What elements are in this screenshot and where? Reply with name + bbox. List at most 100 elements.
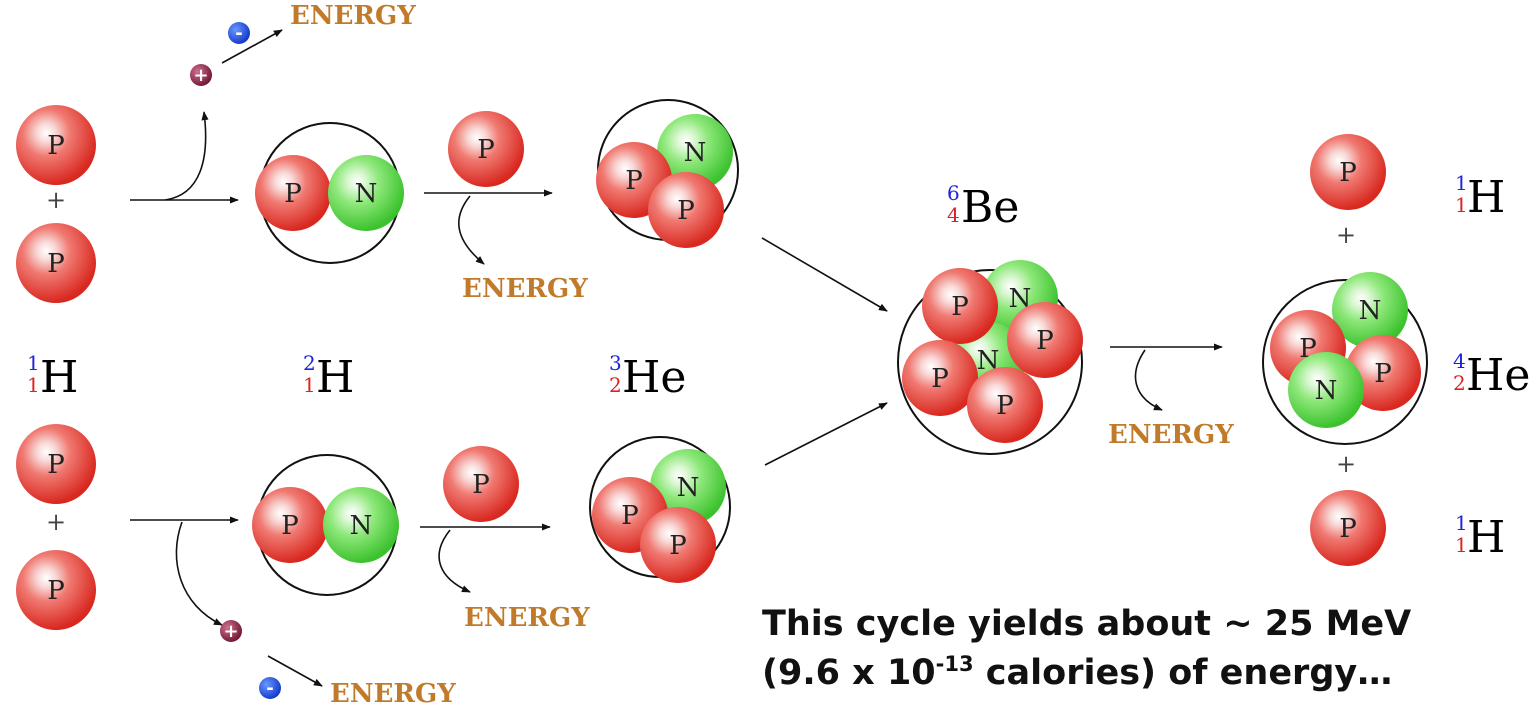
svg-text:P: P xyxy=(625,166,643,196)
neutron: N xyxy=(650,449,726,525)
neutron: N xyxy=(657,114,733,190)
svg-text:H: H xyxy=(40,352,78,403)
energy-label: ENERGY xyxy=(290,1,416,31)
svg-text:P: P xyxy=(47,450,65,480)
svg-text:H: H xyxy=(316,352,354,403)
proton: P xyxy=(448,111,524,187)
particles: P + P + - P N P N P P P + P P N P N P P … xyxy=(16,22,1421,699)
energy-label: ENERGY xyxy=(462,274,588,304)
caption-exponent: -13 xyxy=(935,652,974,676)
svg-text:P: P xyxy=(996,391,1014,421)
svg-text:N: N xyxy=(977,346,1000,376)
svg-text:P: P xyxy=(677,196,695,226)
proton: P xyxy=(255,155,331,231)
energy-emission-arrow-bottom xyxy=(438,529,471,593)
svg-text:2: 2 xyxy=(303,351,316,375)
caption-line-2: (9.6 x 10-13 calories) of energy… xyxy=(762,649,1411,698)
energy-label: ENERGY xyxy=(1108,420,1234,450)
svg-text:2: 2 xyxy=(609,373,622,397)
svg-text:1: 1 xyxy=(303,373,316,397)
energy-yield-caption: This cycle yields about ~ 25 MeV (9.6 x … xyxy=(762,600,1411,698)
isotope-label-hydrogen1-top: 1 1 H xyxy=(1455,171,1505,223)
svg-text:N: N xyxy=(677,473,700,503)
plus-sign: + xyxy=(1336,221,1356,249)
svg-text:4: 4 xyxy=(947,203,960,227)
svg-text:P: P xyxy=(951,292,969,322)
svg-text:-: - xyxy=(235,23,242,44)
energy-label: ENERGY xyxy=(330,679,456,708)
proton: P xyxy=(16,105,96,185)
svg-text:P: P xyxy=(477,135,495,165)
svg-text:P: P xyxy=(931,364,949,394)
svg-text:1: 1 xyxy=(1455,171,1468,195)
svg-text:P: P xyxy=(281,511,299,541)
svg-text:P: P xyxy=(472,470,490,500)
positron-emission-arrow-top xyxy=(164,111,209,201)
isotope-label-beryllium6: 6 4 Be xyxy=(947,181,1019,233)
svg-text:N: N xyxy=(350,511,373,541)
proton: P xyxy=(1007,302,1083,378)
energy-emission-arrow-top xyxy=(458,195,485,265)
electron-energy-arrow-top xyxy=(221,29,283,64)
svg-text:H: H xyxy=(1467,512,1505,563)
caption-line-2-start: (9.6 x 10 xyxy=(762,653,936,693)
svg-text:1: 1 xyxy=(27,351,40,375)
svg-text:+: + xyxy=(193,65,208,86)
svg-text:N: N xyxy=(684,138,707,168)
helium4-nucleus xyxy=(1262,279,1428,445)
svg-text:P: P xyxy=(621,501,639,531)
svg-text:N: N xyxy=(1359,296,1382,326)
svg-text:N: N xyxy=(1009,284,1032,314)
electron: - xyxy=(259,677,281,699)
svg-text:P: P xyxy=(47,249,65,279)
energy-label: ENERGY xyxy=(464,603,590,633)
nucleus-circles xyxy=(256,99,1428,596)
svg-text:4: 4 xyxy=(1453,349,1466,373)
plus-sign: + xyxy=(1336,450,1356,478)
isotope-label-helium4: 4 2 He xyxy=(1453,349,1530,401)
svg-text:6: 6 xyxy=(947,181,960,205)
svg-text:N: N xyxy=(355,179,378,209)
svg-text:P: P xyxy=(1339,514,1357,544)
svg-text:He: He xyxy=(622,352,686,403)
electron: - xyxy=(228,22,250,44)
svg-text:N: N xyxy=(1315,376,1338,406)
proton: P xyxy=(252,487,328,563)
isotope-label-hydrogen1-bottom: 1 1 H xyxy=(1455,511,1505,563)
svg-text:P: P xyxy=(284,179,302,209)
svg-text:P: P xyxy=(47,131,65,161)
svg-text:P: P xyxy=(669,531,687,561)
svg-text:1: 1 xyxy=(1455,193,1468,217)
proton: P xyxy=(1310,490,1386,566)
positron-emission-arrow-bottom xyxy=(175,521,223,626)
electron-energy-arrow-bottom xyxy=(267,655,323,687)
svg-text:1: 1 xyxy=(1455,533,1468,557)
neutron: N xyxy=(1332,272,1408,348)
proton: P xyxy=(16,550,96,630)
svg-text:P: P xyxy=(47,576,65,606)
plus-sign: + xyxy=(46,186,66,214)
svg-text:H: H xyxy=(1467,172,1505,223)
proton: P xyxy=(1345,335,1421,411)
svg-text:1: 1 xyxy=(27,373,40,397)
caption-line-1: This cycle yields about ~ 25 MeV xyxy=(762,604,1412,644)
neutron: N xyxy=(1288,352,1364,428)
proton: P xyxy=(967,367,1043,443)
proton: P xyxy=(648,172,724,248)
positron: + xyxy=(220,620,242,642)
proton: P xyxy=(640,507,716,583)
proton: P xyxy=(443,446,519,522)
svg-text:2: 2 xyxy=(1453,371,1466,395)
svg-text:3: 3 xyxy=(609,351,622,375)
neutron: N xyxy=(323,487,399,563)
svg-text:-: - xyxy=(266,678,273,699)
svg-text:1: 1 xyxy=(1455,511,1468,535)
plus-sign: + xyxy=(46,508,66,536)
proton: P xyxy=(16,424,96,504)
arrows xyxy=(130,29,1223,687)
isotope-label-deuterium: 2 1 H xyxy=(303,351,354,403)
energy-emission-arrow-final xyxy=(1134,349,1163,411)
svg-text:P: P xyxy=(1036,326,1054,356)
positron: + xyxy=(190,64,212,86)
